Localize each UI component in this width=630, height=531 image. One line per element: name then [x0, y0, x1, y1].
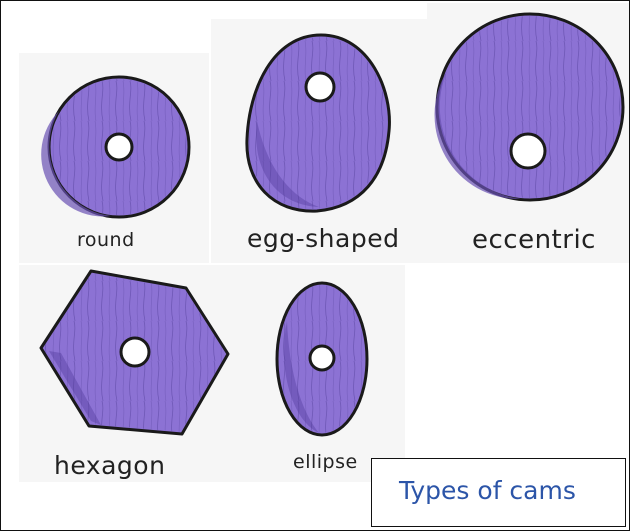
- ellipse-cam-hole: [310, 346, 334, 370]
- hexagon-label: hexagon: [54, 451, 165, 480]
- caption-title: Types of cams: [399, 476, 576, 505]
- round-cam: [41, 77, 189, 217]
- hexagon-cam: [41, 271, 228, 434]
- caption-box: Types of cams: [371, 458, 626, 527]
- round-cam-hole: [106, 134, 132, 160]
- ellipse-label: ellipse: [293, 451, 358, 473]
- eccentric-label: eccentric: [472, 225, 596, 255]
- egg-cam-hole: [306, 73, 334, 101]
- eccentric-cam-hole: [511, 134, 545, 168]
- hexagon-cam-hole: [121, 338, 149, 366]
- eccentric-cam: [435, 14, 623, 200]
- egg-shaped-cam: [247, 35, 390, 211]
- egg-shaped-label: egg-shaped: [247, 224, 399, 253]
- ellipse-cam: [277, 283, 367, 435]
- round-label: round: [77, 229, 135, 251]
